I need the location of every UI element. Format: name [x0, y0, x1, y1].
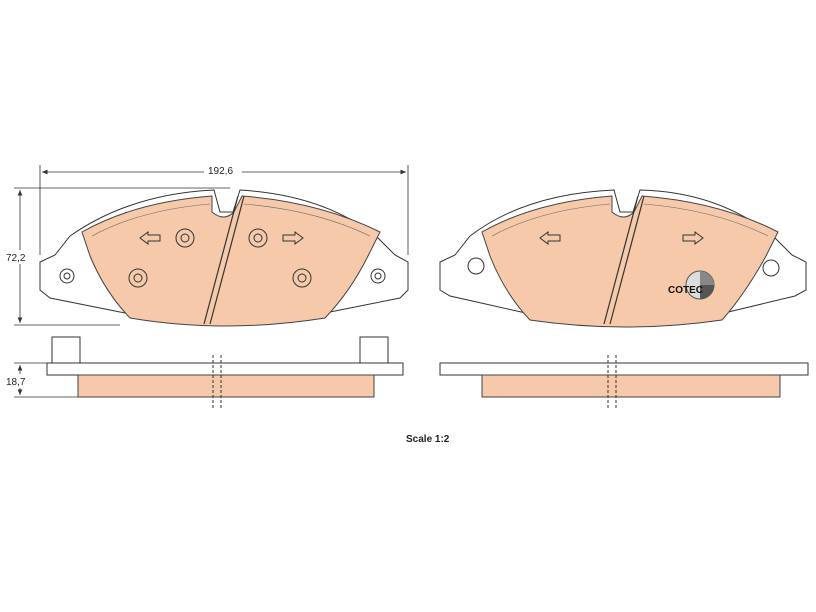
width-dimension-label: 192,6 [208, 166, 233, 177]
arrow-left-icon [139, 231, 161, 245]
thickness-dim-label-bg [5, 374, 35, 388]
right-pad-side-view [439, 355, 809, 408]
arrow-right-icon [282, 231, 304, 245]
left-ear-hole-right-inner [374, 272, 382, 280]
scale-label: Scale 1:2 [406, 434, 450, 445]
rivet-icon [248, 228, 268, 248]
right-side-backing [439, 362, 809, 376]
arrow-right-icon [682, 231, 704, 245]
right-pad-inner-line [491, 203, 769, 237]
arrow-left-icon [539, 231, 561, 245]
left-pad-slot [203, 195, 245, 325]
right-side-friction [481, 374, 781, 398]
right-ear-hole-left [467, 257, 485, 275]
rivet-icon [175, 228, 195, 248]
left-side-clip-left [51, 336, 81, 364]
height-dimension: 72,2 [5, 187, 230, 326]
left-pad-front-view [39, 189, 409, 327]
right-pad-front-view: COTEC [439, 189, 807, 328]
left-ear-hole-right [370, 268, 386, 284]
rivet-icon [292, 268, 312, 288]
left-pad-inner-line [91, 203, 371, 237]
left-side-friction [77, 374, 375, 398]
cotec-logo-text: COTEC [668, 285, 703, 296]
left-friction-material [81, 195, 381, 327]
left-side-backing [46, 362, 404, 376]
right-ear-hole-right [762, 259, 780, 277]
height-dim-label-bg [5, 250, 35, 264]
height-dimension-label: 72,2 [6, 253, 26, 264]
width-dimension: 192,6 [39, 163, 409, 255]
left-ear-hole-left-inner [63, 272, 71, 280]
rivet-icon [128, 268, 148, 288]
thickness-dimension: 18,7 [5, 362, 78, 398]
left-pad-side-view [46, 336, 404, 408]
thickness-dimension-label: 18,7 [6, 377, 26, 388]
width-dim-label-bg [204, 163, 242, 177]
cotec-logo-icon: COTEC [668, 270, 715, 300]
left-ear-hole-left [59, 268, 75, 284]
left-side-clip-right [359, 336, 389, 364]
right-pad-slot [603, 195, 645, 325]
